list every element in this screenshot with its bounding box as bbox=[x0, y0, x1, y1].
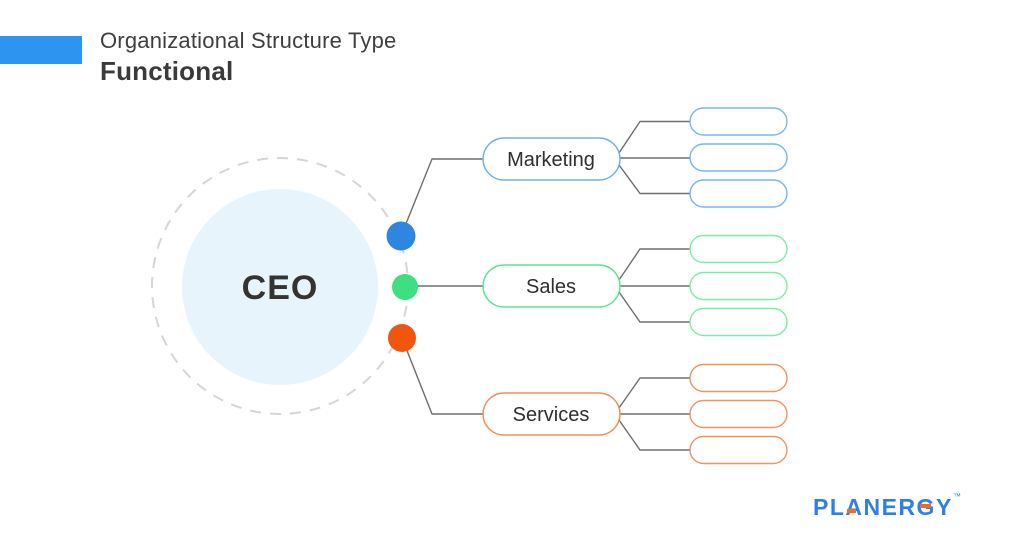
services-child-box-2 bbox=[689, 399, 788, 429]
page-title: Organizational Structure Type bbox=[100, 28, 397, 53]
header: Organizational Structure Type Functional bbox=[100, 28, 396, 87]
services-anchor-dot bbox=[388, 324, 416, 352]
ceo-label: CEO bbox=[242, 269, 319, 307]
connector-services-child-3 bbox=[618, 419, 690, 451]
marketing-child-box-3 bbox=[689, 179, 788, 208]
sales-child-box-1 bbox=[689, 234, 788, 264]
page-subtitle: Functional bbox=[100, 56, 234, 86]
planergy-logo: PLANERGY ™ bbox=[813, 492, 973, 524]
services-label: Services bbox=[513, 404, 590, 426]
sales-child-box-3 bbox=[689, 307, 788, 337]
logo-a-accent-bar bbox=[847, 509, 856, 513]
sales-anchor-dot bbox=[392, 274, 418, 300]
services-child-box-1 bbox=[689, 363, 788, 393]
sales-pill bbox=[482, 264, 621, 308]
ceo-circle bbox=[182, 189, 378, 385]
logo-g-accent-bar bbox=[920, 504, 931, 508]
connector-ceo-services bbox=[401, 337, 483, 415]
marketing-pill bbox=[482, 137, 621, 181]
sales-child-box-2 bbox=[689, 271, 788, 301]
sales-label: Sales bbox=[526, 276, 576, 298]
header-accent-bar bbox=[0, 36, 82, 64]
logo-trademark: ™ bbox=[953, 492, 961, 501]
connector-marketing-child-1 bbox=[618, 120, 690, 154]
connector-sales-child-3 bbox=[618, 291, 690, 323]
logo-text: PLANERGY bbox=[813, 494, 953, 520]
marketing-child-box-2 bbox=[689, 143, 788, 172]
marketing-label: Marketing bbox=[507, 149, 595, 171]
marketing-child-box-1 bbox=[689, 107, 788, 136]
marketing-anchor-dot bbox=[386, 221, 416, 251]
connector-ceo-marketing bbox=[400, 158, 483, 237]
connector-sales-child-1 bbox=[618, 248, 690, 281]
services-child-box-3 bbox=[689, 435, 788, 465]
connector-marketing-child-3 bbox=[618, 164, 690, 195]
services-pill bbox=[482, 392, 621, 436]
connector-services-child-1 bbox=[618, 377, 690, 409]
